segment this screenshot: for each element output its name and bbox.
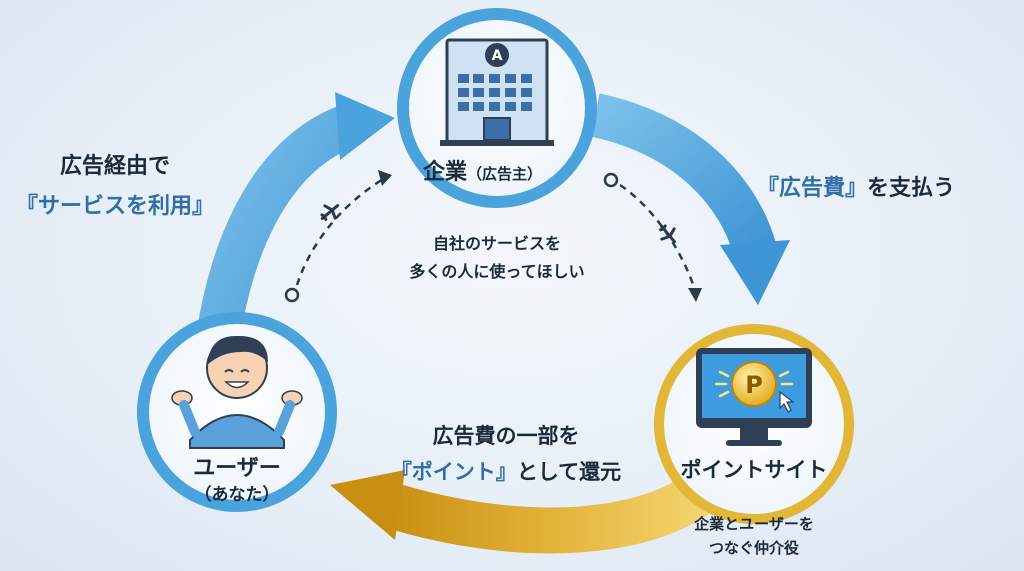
- right-annotation: 『広告費』を支払う: [757, 170, 955, 202]
- left-line1: 広告経由で: [59, 154, 170, 179]
- left-line2: 『サービスを利用』: [15, 194, 214, 219]
- logo-letter: A: [492, 48, 503, 64]
- cursor-icon: [779, 390, 795, 413]
- company-desc-line2: 多くの人に使ってほしい: [409, 262, 585, 281]
- user-node: [137, 312, 337, 512]
- right-quote: 『広告費』: [757, 176, 868, 201]
- dashed-arrow-left: [284, 170, 392, 303]
- bottom-quote: 『ポイント』: [390, 460, 517, 484]
- pointsite-node: P: [654, 324, 854, 524]
- right-rest: を支払う: [867, 176, 956, 201]
- arrow-company-to-pointsite: [590, 93, 790, 305]
- pointsite-desc: 企業とユーザーを つなぐ仲介役: [654, 512, 854, 560]
- bottom-annotation: 広告費の一部を 『ポイント』として還元: [356, 418, 656, 490]
- company-node: A: [397, 8, 597, 208]
- pointsite-title: ポイントサイト: [680, 458, 828, 482]
- user-title: ユーザー: [193, 456, 281, 481]
- user-sub: （あなた）: [194, 485, 280, 505]
- dashed-arrow-right: [603, 172, 702, 302]
- company-sub: （広告主）: [467, 165, 543, 183]
- building-icon: A: [440, 38, 554, 146]
- company-desc-line1: 自社のサービスを: [432, 234, 561, 253]
- arrow-user-to-company: [193, 92, 395, 363]
- company-desc: 自社のサービスを 多くの人に使ってほしい: [382, 230, 612, 286]
- bottom-rest: として還元: [516, 460, 622, 484]
- airplane-icon: [320, 204, 340, 221]
- company-name: 企業: [423, 160, 468, 185]
- pointsite-desc-line2: つなぐ仲介役: [708, 539, 799, 557]
- left-annotation: 広告経由で 『サービスを利用』: [0, 147, 230, 227]
- pointsite-desc-line1: 企業とユーザーを: [694, 515, 814, 533]
- bottom-line1: 広告費の一部を: [432, 424, 580, 448]
- airplane-icon: [659, 224, 676, 244]
- company-title: 企業（広告主）: [423, 154, 542, 186]
- monitor-icon: P: [696, 348, 812, 446]
- coin-letter: P: [745, 371, 763, 399]
- bottom-line2: 『ポイント』として還元: [356, 454, 656, 490]
- person-icon: [171, 335, 303, 449]
